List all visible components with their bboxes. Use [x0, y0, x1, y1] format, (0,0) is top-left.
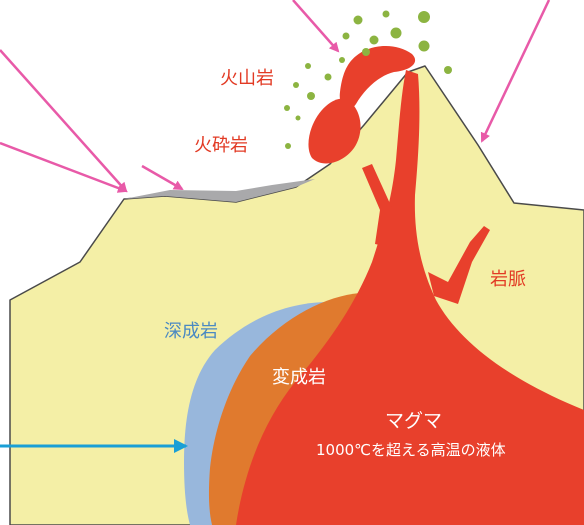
sediment-layer — [124, 179, 315, 202]
magma-body — [236, 70, 584, 525]
label-plutonic-rock: 深成岩 — [164, 321, 218, 342]
arrow-pink-volcanic-rock — [292, 0, 340, 53]
label-dike: 岩脈 — [490, 269, 526, 290]
arrow-pink-top-left — [0, 49, 128, 193]
label-magma: マグマ — [385, 410, 442, 432]
arrow-pink-sediment — [141, 164, 184, 191]
arrow-pink-middle-left — [0, 141, 128, 193]
dike-left-branch — [362, 164, 392, 246]
ash-particles — [284, 10, 452, 149]
label-metamorphic-rock: 変成岩 — [272, 367, 326, 388]
volcanic-bomb-lower — [308, 98, 361, 164]
dike-right-branch — [428, 226, 490, 304]
arrow-pink-right-slope — [480, 0, 551, 143]
label-volcanic-rock: 火山岩 — [220, 68, 274, 89]
label-pyroclastic-rock: 火砕岩 — [194, 135, 248, 156]
volcanic-bomb-upper — [339, 45, 416, 110]
label-magma-description: 1000℃を超える高温の液体 — [316, 441, 506, 459]
